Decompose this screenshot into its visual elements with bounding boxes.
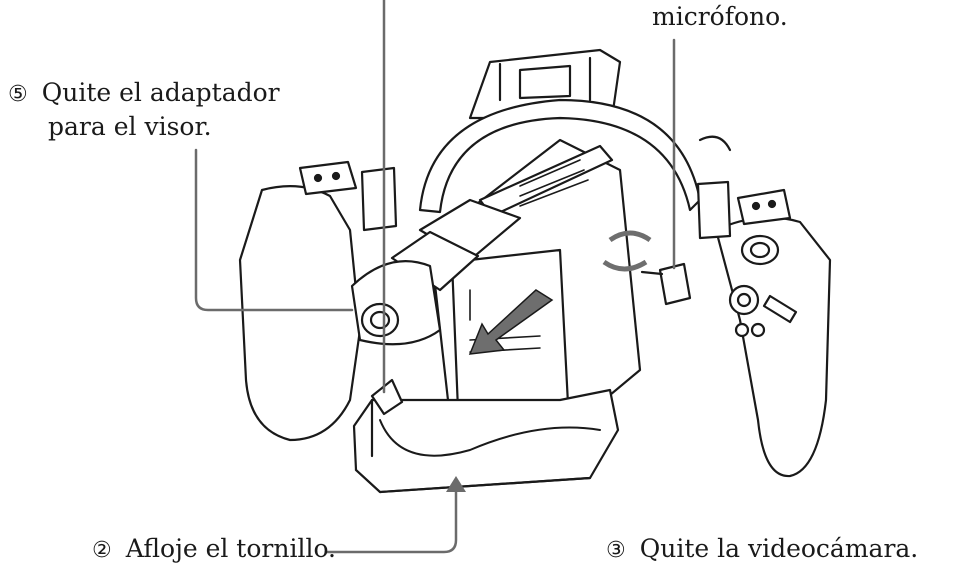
step3-text: Quite la videocámara. — [639, 534, 919, 563]
step5-text-line2: para el visor. — [48, 112, 212, 141]
label-step5-line2: para el visor. — [48, 112, 212, 142]
label-step3: ③ Quite la videocámara. — [606, 534, 918, 566]
callout-step2-arrowhead — [446, 476, 466, 492]
step3-number: ③ — [606, 538, 626, 563]
step2-text: Afloje el tornillo. — [125, 534, 337, 563]
label-microphone-text: micrófono. — [652, 2, 788, 31]
left-grip — [238, 185, 362, 442]
step5-number: ⑤ — [8, 82, 28, 107]
step2-number: ② — [92, 538, 112, 563]
label-microphone: micrófono. — [652, 2, 788, 32]
label-step2: ② Afloje el tornillo. — [92, 534, 336, 566]
cable — [379, 419, 601, 457]
viewfinder-adapter — [350, 259, 442, 346]
label-step5-line1: ⑤ Quite el adaptador — [8, 78, 280, 110]
step5-text-line1: Quite el adaptador — [41, 78, 280, 107]
callout-step2 — [324, 480, 458, 554]
callout-step5 — [194, 148, 354, 312]
removal-arrow — [468, 289, 554, 355]
